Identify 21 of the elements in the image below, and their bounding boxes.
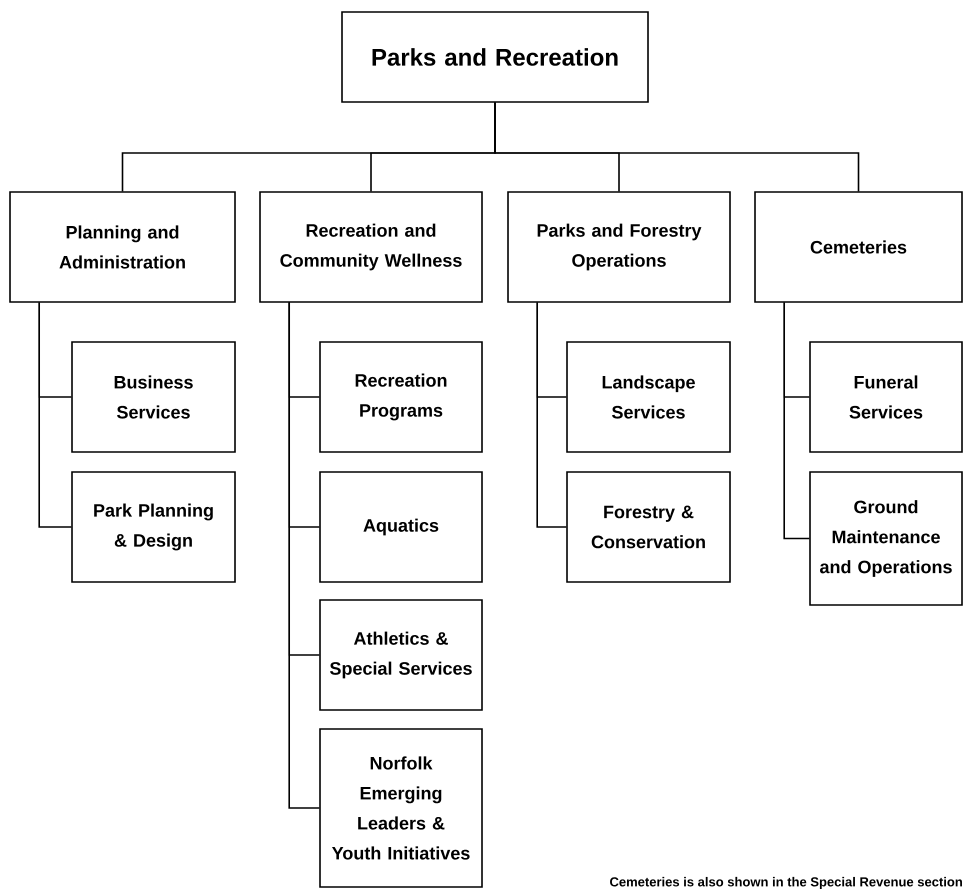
org-box: Recreation and Community Wellness bbox=[259, 191, 483, 303]
connector-line bbox=[783, 302, 810, 540]
connector-line bbox=[38, 302, 72, 528]
org-box: Athletics & Special Services bbox=[319, 599, 483, 711]
org-box: Forestry & Conservation bbox=[566, 471, 731, 583]
org-box: Cemeteries bbox=[754, 191, 963, 303]
note-text: Cemeteries is also shown in the Special Revenue section bbox=[610, 876, 962, 890]
connector-line bbox=[288, 302, 320, 809]
org-box: Park Planning & Design bbox=[71, 471, 236, 583]
org-box: Funeral Services bbox=[809, 341, 963, 453]
org-box: Planning and Administration bbox=[9, 191, 236, 303]
org-box: Business Services bbox=[71, 341, 236, 453]
org-box: Ground Maintenance and Operations bbox=[809, 471, 963, 606]
org-box: Landscape Services bbox=[566, 341, 731, 453]
org-box: Parks and Forestry Operations bbox=[507, 191, 731, 303]
title-box: Parks and Recreation bbox=[341, 11, 649, 103]
connector-line bbox=[494, 102, 860, 192]
org-box: Recreation Programs bbox=[319, 341, 483, 453]
org-box: Norfolk Emerging Leaders & Youth Initiatives bbox=[319, 728, 483, 888]
org-box: Aquatics bbox=[319, 471, 483, 583]
connector-line bbox=[536, 302, 566, 528]
